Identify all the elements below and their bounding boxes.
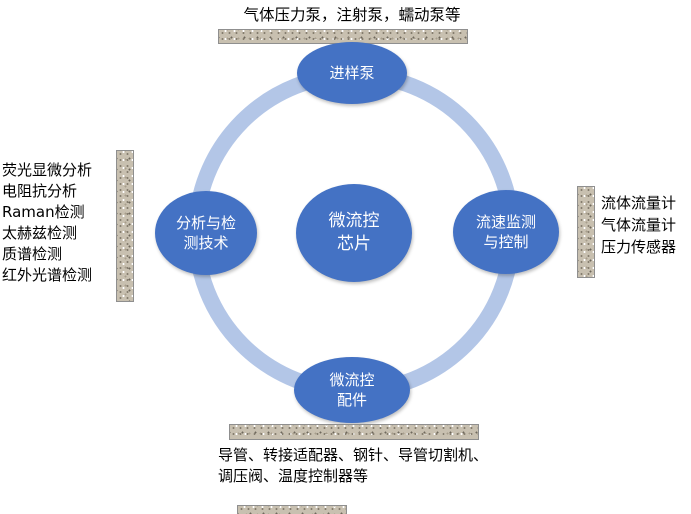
node-microfluidic-chip: 微流控 芯片: [296, 184, 412, 282]
right-texture-bar: [577, 186, 595, 278]
right-annotation-line: 压力传感器: [601, 238, 677, 256]
node-flow-monitoring-control: 流速监测 与控制: [453, 190, 559, 274]
footer-texture-bar: [237, 505, 347, 514]
node-analysis-detection: 分析与检 测技术: [155, 191, 257, 275]
bottom-annotation: 导管、转接适配器、钢针、导管切割机、调压阀、温度控制器等: [218, 446, 489, 485]
node-sample-pump: 进样泵: [297, 42, 407, 104]
left-annotation-line: Raman检测: [2, 203, 85, 221]
right-annotation-line: 气体流量计: [601, 216, 677, 234]
node-microfluidic-accessories: 微流控 配件: [294, 357, 410, 423]
right-annotation-list: 流体流量计 气体流量计 压力传感器: [601, 192, 691, 258]
left-annotation-list: 荧光显微分析 电阻抗分析 Raman检测 太赫兹检测 质谱检测 红外光谱检测: [2, 160, 120, 286]
left-annotation-line: 红外光谱检测: [2, 266, 93, 284]
left-annotation-line: 太赫兹检测: [2, 224, 78, 242]
top-annotation: 气体压力泵，注射泵，蠕动泵等: [243, 6, 461, 24]
left-annotation-line: 荧光显微分析: [2, 161, 93, 179]
left-annotation-line: 质谱检测: [2, 245, 63, 263]
left-annotation-line: 电阻抗分析: [2, 182, 78, 200]
left-texture-bar: [116, 150, 134, 302]
bottom-texture-bar: [229, 424, 479, 440]
right-annotation-line: 流体流量计: [601, 194, 677, 212]
